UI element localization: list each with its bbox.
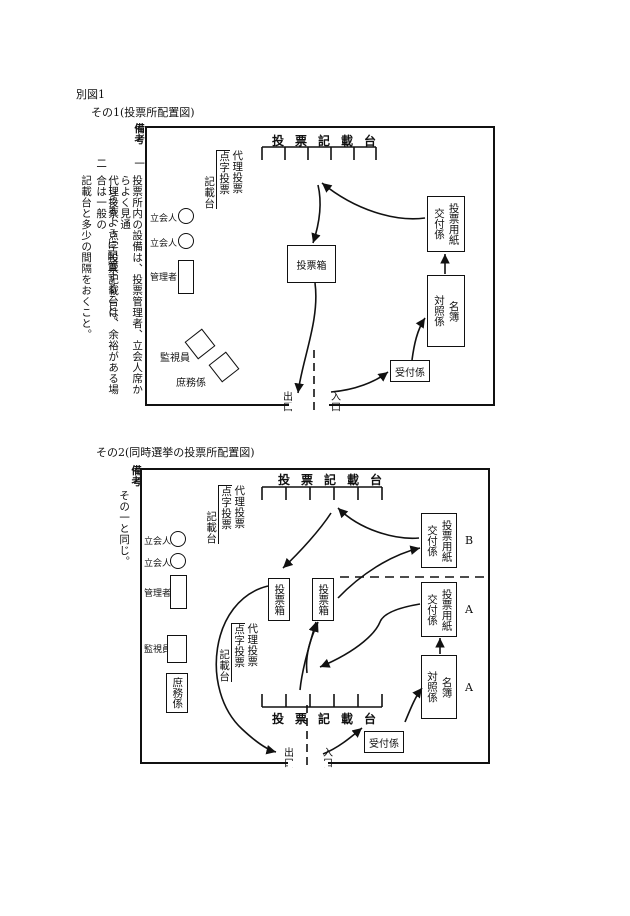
fig1-note2-line2: 記載台と多少の間隔をおくこと。: [80, 175, 93, 340]
fig1-reception: 受付係: [390, 360, 430, 382]
fig2-roll-col1: 名簿: [440, 676, 453, 698]
fig2-proxy-top-desk: 代理投票 点字投票 記載台: [205, 485, 245, 544]
fig2-ballot-box1: 投票箱: [268, 578, 290, 621]
fig1-note2-line1: 代理投票、点字投票記載台は、余裕がある場合は一般の: [95, 175, 120, 395]
fig2-proxy-top-line1: 代理投票: [233, 485, 246, 529]
fig1-ballot-box-label: 投票箱: [296, 260, 327, 272]
fig2-notes-head: 備考: [130, 465, 143, 487]
fig1-counter-label: 投票記載台: [272, 134, 388, 148]
fig2-observer-label: 監視員: [144, 645, 172, 655]
fig2-exit-label: 出口: [281, 747, 293, 768]
figure2: 備考 その一と同じ。 投票記載台 投票記載台 代理投票 点字投票 記載台 代理投…: [0, 440, 630, 916]
fig2-proxy-mid-line2: 点字投票: [231, 623, 246, 682]
fig2-tag-a2: A: [465, 681, 473, 694]
fig1-manager-seat: [178, 260, 194, 294]
fig2-counter-bottom-comb: [261, 694, 383, 708]
fig2-entrance-label: 入口: [320, 747, 332, 768]
fig1-roll-col2: 対照係: [433, 295, 445, 327]
fig2-paper-a-col1: 投票用紙: [440, 588, 453, 631]
fig1-witness1-label: 立会人: [150, 214, 178, 224]
fig1-exit-label: 出口: [280, 391, 292, 412]
fig1-paper-col1: 投票用紙: [447, 203, 460, 245]
fig2-paper-b-desk: 投票用紙 交付係: [421, 513, 457, 568]
fig1-entrance-label: 入口: [328, 391, 340, 412]
fig2-manager-seat: [170, 575, 187, 609]
fig2-reception: 受付係: [364, 731, 404, 753]
fig2-witness1-seat: [170, 531, 186, 547]
fig2-roll-col2: 対照係: [426, 671, 438, 703]
fig2-ballot-box2-label: 投票箱: [317, 583, 330, 616]
fig2-paper-b-col2: 交付係: [426, 524, 438, 557]
fig1-observer-label: 監視員: [160, 353, 190, 364]
fig1-note2-num: 二: [95, 158, 108, 169]
fig2-proxy-mid-desk: 代理投票 点字投票 記載台: [218, 623, 258, 682]
fig2-observer-seat: [167, 635, 187, 663]
fig2-proxy-top-line3: 記載台: [205, 511, 218, 544]
fig1-note1-num: 一: [133, 158, 146, 169]
fig2-paper-b-col1: 投票用紙: [440, 519, 453, 562]
fig2-proxy-mid-line1: 代理投票: [246, 623, 259, 667]
fig1-witness2-seat: [178, 233, 194, 249]
figure1-title: その1(投票所配置図): [91, 106, 195, 119]
fig2-tag-b: B: [465, 534, 474, 547]
fig2-proxy-top-line2: 点字投票: [218, 485, 233, 544]
fig2-door-gap: [288, 761, 328, 767]
fig1-proxy-line2: 点字投票: [216, 150, 231, 209]
fig2-witness2-seat: [170, 553, 186, 569]
fig1-witness2-label: 立会人: [150, 239, 178, 249]
figure2-title: その2(同時選挙の投票所配置図): [96, 446, 255, 459]
fig1-counter-comb: [261, 146, 377, 160]
fig1-flow-arrows: [294, 182, 450, 394]
fig1-note1-line2: しうるように配置すること。: [106, 184, 119, 327]
fig1-paper-col2: 交付係: [433, 208, 445, 240]
fig2-roll-desk: 名簿 対照係: [421, 655, 457, 719]
fig2-witness1-label: 立会人: [144, 537, 172, 547]
fig2-flow-arrows: [215, 507, 445, 755]
fig2-reception-label: 受付係: [369, 738, 399, 750]
fig1-notes-head: 備考: [133, 123, 146, 145]
fig2-general-seat: 庶務係: [166, 673, 188, 713]
fig1-reception-label: 受付係: [395, 367, 425, 379]
fig2-paper-a-col2: 交付係: [426, 593, 438, 626]
fig2-tag-a1: A: [465, 603, 473, 616]
fig2-counter-top-label: 投票記載台: [278, 473, 394, 487]
fig1-ballot-box: 投票箱: [287, 245, 336, 283]
fig1-proxy-line1: 代理投票: [231, 150, 244, 194]
fig1-note1-line1: 投票所内の設備は、投票管理者、立会人席からよく見通: [119, 175, 144, 395]
fig2-witness2-label: 立会人: [144, 559, 172, 569]
fig1-door-gap: [289, 403, 329, 409]
fig1-paper-desk: 投票用紙 交付係: [427, 196, 465, 252]
fig1-witness1-seat: [178, 208, 194, 224]
figure1: 備考 一 投票所内の設備は、投票管理者、立会人席からよく見通 しうるように配置す…: [0, 0, 630, 440]
fig1-manager-label: 管理者: [150, 273, 178, 283]
fig2-counter-bottom-label: 投票記載台: [272, 712, 388, 726]
fig2-ballot-box1-label: 投票箱: [273, 583, 286, 616]
fig2-ballot-box2: 投票箱: [312, 578, 334, 621]
fig2-proxy-mid-line3: 記載台: [218, 649, 231, 682]
fig1-roll-desk: 名簿 対照係: [427, 275, 465, 347]
fig1-proxy-line3: 記載台: [203, 176, 216, 209]
fig1-proxy-desk: 代理投票 点字投票 記載台: [203, 150, 243, 209]
fig2-manager-label: 管理者: [144, 589, 172, 599]
fig1-general-label: 庶務係: [176, 378, 206, 389]
fig1-roll-col1: 名簿: [447, 300, 460, 322]
fig2-general-label: 庶務係: [171, 677, 184, 709]
fig2-note-text: その一と同じ。: [118, 490, 131, 567]
fig2-paper-a-desk: 投票用紙 交付係: [421, 582, 457, 637]
figure-label: 別図1: [76, 88, 105, 101]
fig2-counter-top-comb: [261, 486, 383, 500]
